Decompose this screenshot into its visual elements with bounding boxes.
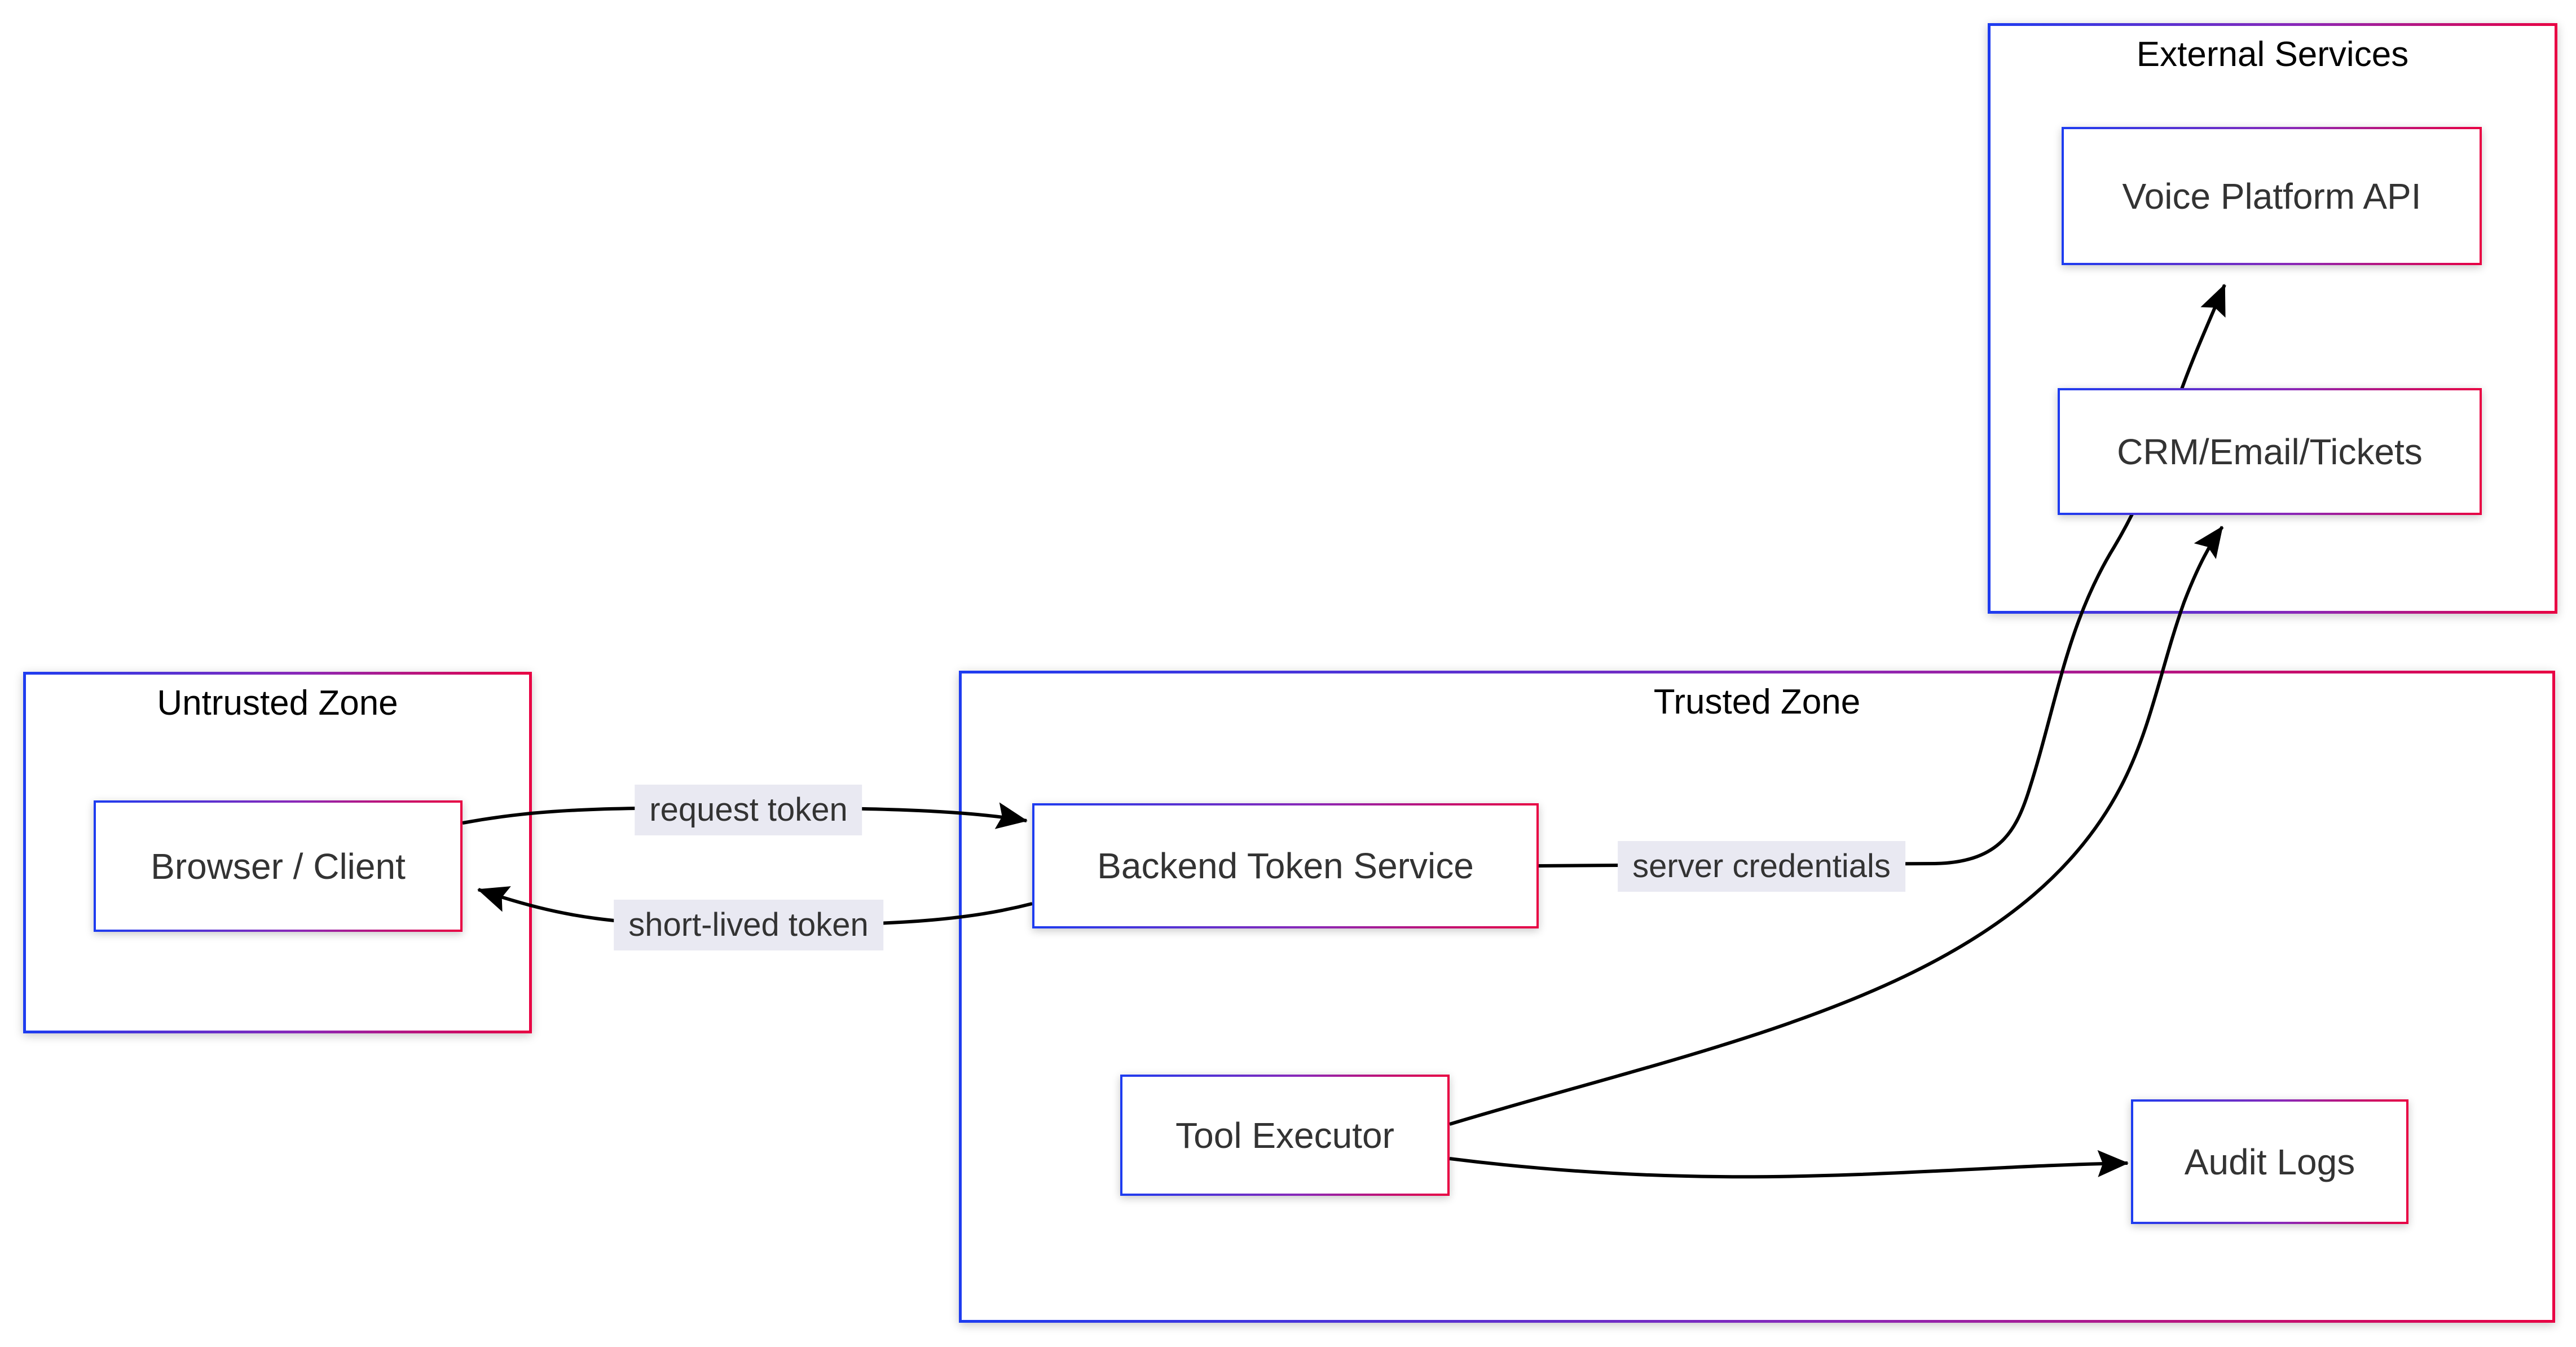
edge-label-short-lived-token: short-lived token: [614, 900, 883, 950]
edge-label-server-credentials: server credentials: [1618, 841, 1905, 892]
node-crm-email-tickets: CRM/Email/Tickets: [2058, 388, 2482, 515]
edge-tool-executor-to-audit-logs: [1449, 1150, 2129, 1179]
node-tool-executor: Tool Executor: [1120, 1075, 1450, 1196]
node-backend-token-service-label: Backend Token Service: [1097, 846, 1474, 886]
node-audit-logs: Audit Logs: [2131, 1099, 2408, 1224]
node-browser-client: Browser / Client: [94, 800, 463, 932]
node-browser-client-label: Browser / Client: [151, 846, 406, 887]
edge-backend-to-voice-platform: [1538, 284, 2226, 868]
node-tool-executor-label: Tool Executor: [1175, 1115, 1394, 1156]
node-backend-token-service: Backend Token Service: [1032, 803, 1539, 928]
zone-untrusted-title: Untrusted Zone: [157, 684, 398, 723]
node-voice-platform-api: Voice Platform API: [2062, 127, 2482, 265]
zone-external-services: External Services: [1988, 23, 2557, 614]
edge-label-request-token: request token: [635, 785, 862, 835]
node-audit-logs-label: Audit Logs: [2184, 1141, 2355, 1182]
zone-trusted-title: Trusted Zone: [1653, 683, 1861, 721]
zone-external-services-title: External Services: [2136, 35, 2409, 74]
node-crm-email-tickets-label: CRM/Email/Tickets: [2117, 431, 2423, 472]
edge-tool-executor-to-crm: [1449, 526, 2224, 1126]
node-voice-platform-api-label: Voice Platform API: [2122, 175, 2421, 217]
